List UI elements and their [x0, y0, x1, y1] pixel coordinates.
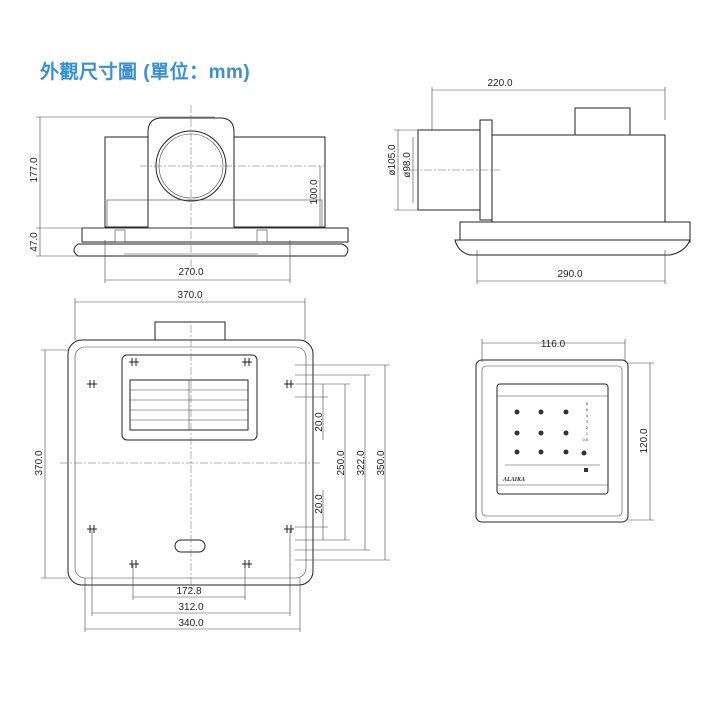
dim-250: 250.0 — [336, 450, 347, 475]
svg-text:3: 3 — [586, 419, 589, 424]
dim-177: 177.0 — [29, 157, 40, 182]
grille-flange — [73, 243, 349, 257]
side-flange — [454, 239, 691, 256]
grille-frame — [121, 354, 258, 441]
side-view: 220.0 ø105.0 ø98.0 290.0 — [387, 78, 691, 284]
dim-172-8: 172.8 — [176, 586, 201, 597]
duct-collar — [147, 117, 235, 231]
brand-logo: ALAIKA — [502, 477, 525, 483]
dim-270: 270.0 — [178, 267, 203, 278]
dim-100: 100.0 — [309, 179, 320, 204]
dim-340: 340.0 — [178, 618, 203, 629]
side-housing — [491, 134, 666, 223]
dim-d105: ø105.0 — [387, 144, 398, 176]
svg-text:6: 6 — [586, 407, 589, 412]
dim-116: 116.0 — [541, 339, 566, 350]
dim-290: 290.0 — [557, 269, 582, 280]
dim-370-top: 370.0 — [177, 290, 202, 301]
dim-20-upper: 20.0 — [314, 412, 325, 432]
page-title: 外觀尺寸圖 (單位：mm) — [40, 62, 251, 83]
dim-370-left: 370.0 — [34, 450, 45, 475]
dim-220: 220.0 — [487, 78, 512, 89]
control-faceplate — [496, 383, 609, 495]
dim-350: 350.0 — [376, 450, 387, 475]
control-panel-view: 8 6 4 3 2 1 0.5 ALAIKA 116.0 120.0 — [475, 339, 654, 523]
svg-text:8: 8 — [586, 401, 589, 406]
dim-20-lower: 20.0 — [314, 494, 325, 514]
dim-d98: ø98.0 — [402, 152, 413, 178]
svg-text:1: 1 — [586, 431, 589, 436]
dim-312: 312.0 — [178, 602, 203, 613]
dim-47: 47.0 — [29, 232, 40, 252]
dim-120: 120.0 — [639, 428, 650, 453]
timer-levels: 8 6 4 3 2 1 0.5 — [582, 401, 588, 442]
front-view: 177.0 47.0 100.0 270.0 — [29, 105, 349, 283]
filter-handle — [174, 539, 206, 553]
svg-text:2: 2 — [586, 425, 589, 430]
svg-text:0.5: 0.5 — [582, 437, 588, 442]
svg-text:4: 4 — [586, 413, 589, 418]
dim-322: 322.0 — [356, 450, 367, 475]
bottom-view: 370.0 370.0 20.0 20.0 250.0 322.0 350.0 … — [34, 290, 390, 632]
